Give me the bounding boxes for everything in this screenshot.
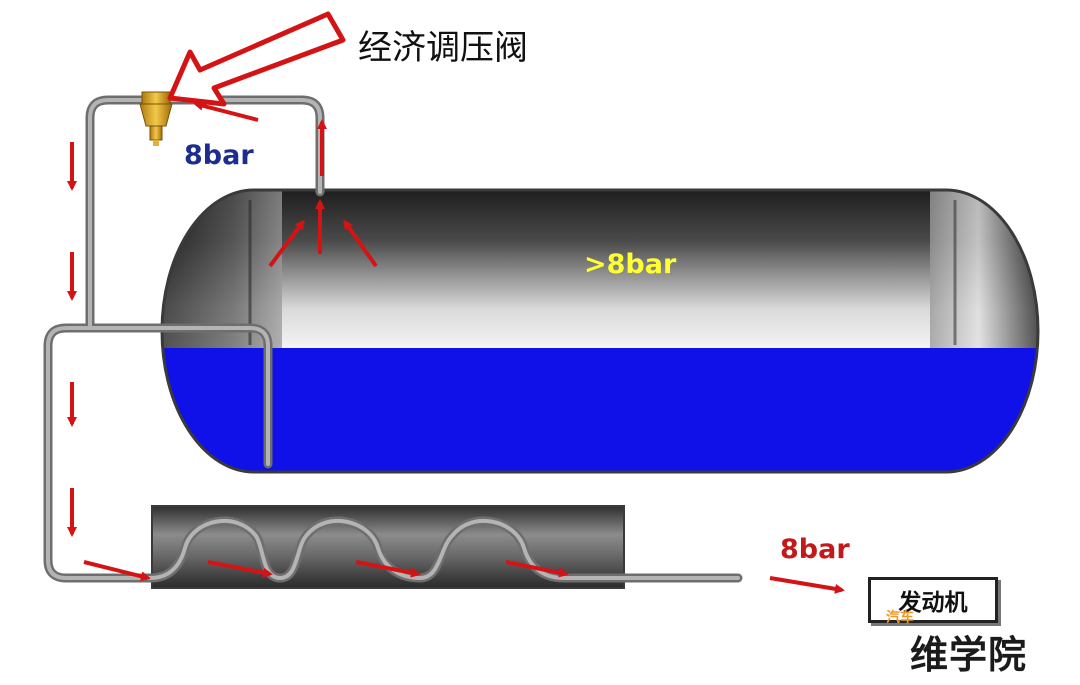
watermark: 维学院 (910, 633, 1028, 677)
liquid-level (162, 348, 1038, 472)
watermark-small: 汽车 (886, 610, 914, 626)
tank (160, 188, 1040, 474)
output-pressure-label: 8bar (780, 534, 850, 565)
economizer-valve (139, 91, 173, 146)
valve-label: 经济调压阀 (358, 28, 528, 68)
engine-box: 发动机 (868, 577, 998, 623)
tank-pressure-label: >8bar (584, 249, 677, 280)
flow-arrows (67, 100, 845, 594)
valve-callout-arrow (167, 11, 346, 107)
line-pressure-label: 8bar (184, 140, 254, 171)
